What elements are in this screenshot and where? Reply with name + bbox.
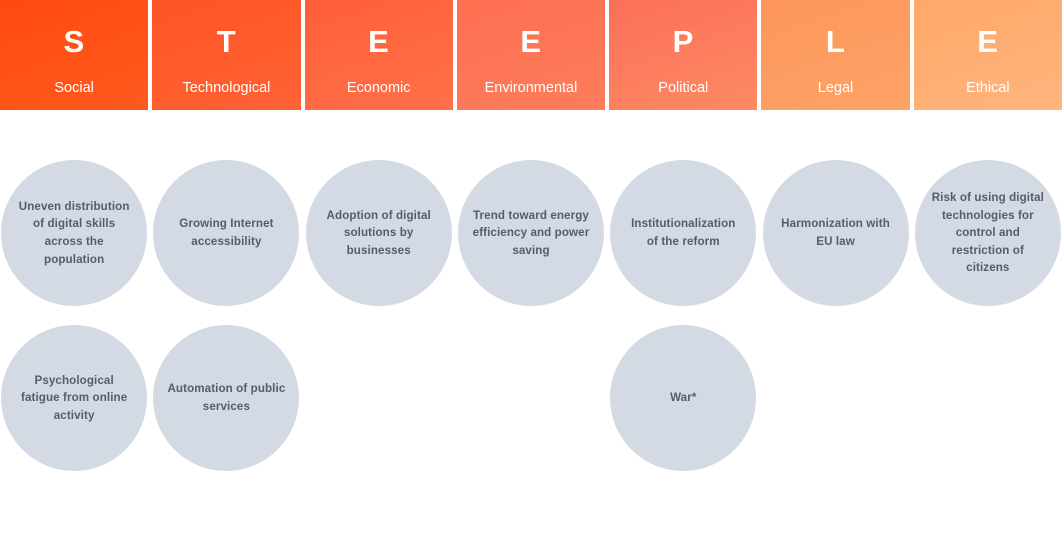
- factor-bubble[interactable]: Automation of public services: [153, 325, 300, 471]
- header-label-environmental: Environmental: [484, 80, 578, 97]
- steeple-header-row: S Social T Technological E Economic E En…: [0, 0, 1062, 110]
- header-label-legal: Legal: [817, 80, 854, 97]
- factor-bubble[interactable]: Harmonization with EU law: [762, 160, 909, 306]
- factor-slot-ethical-1[interactable]: Risk of using digital technologies for c…: [914, 160, 1062, 306]
- factor-slot-legal-2: [761, 325, 909, 471]
- factor-bubble[interactable]: Uneven distribution of digital skills ac…: [1, 160, 148, 306]
- factor-bubble[interactable]: Institutionalization of the reform: [610, 160, 757, 306]
- factor-slot-legal-1[interactable]: Harmonization with EU law: [761, 160, 909, 306]
- factor-bubble[interactable]: War*: [610, 325, 757, 471]
- factor-text: Adoption of digital solutions by busines…: [326, 208, 431, 257]
- factor-text: Trend toward energy efficiency and power…: [472, 208, 590, 257]
- header-letter-e1: E: [368, 24, 390, 59]
- header-letter-p: P: [672, 24, 694, 59]
- factor-bubble[interactable]: Risk of using digital technologies for c…: [914, 160, 1061, 306]
- header-cell-economic[interactable]: E Economic: [304, 0, 453, 110]
- factor-row-1: Uneven distribution of digital skills ac…: [0, 160, 1062, 306]
- factor-slot-political-2[interactable]: War*: [609, 325, 757, 471]
- header-letter-t: T: [216, 24, 237, 59]
- factor-slot-social-1[interactable]: Uneven distribution of digital skills ac…: [0, 160, 148, 306]
- header-cell-political[interactable]: P Political: [609, 0, 758, 110]
- header-label-technological: Technological: [182, 80, 271, 97]
- factor-slot-technological-2[interactable]: Automation of public services: [152, 325, 300, 471]
- factor-slot-social-2[interactable]: Psychological fatigue from online activi…: [0, 325, 148, 471]
- factor-slot-economic-2: [305, 325, 453, 471]
- header-cell-ethical[interactable]: E Ethical: [913, 0, 1062, 110]
- header-letter-e3: E: [977, 24, 999, 59]
- factor-text: Harmonization with EU law: [781, 217, 890, 248]
- factor-text: Uneven distribution of digital skills ac…: [18, 199, 130, 266]
- header-label-social: Social: [54, 80, 94, 97]
- header-letter-l: L: [825, 24, 846, 59]
- factor-bubble[interactable]: Psychological fatigue from online activi…: [1, 325, 148, 471]
- factor-bubble[interactable]: Trend toward energy efficiency and power…: [457, 160, 604, 306]
- header-cell-technological[interactable]: T Technological: [152, 0, 301, 110]
- header-cell-legal[interactable]: L Legal: [761, 0, 910, 110]
- factor-grid: Uneven distribution of digital skills ac…: [0, 110, 1062, 547]
- factor-text: Growing Internet accessibility: [179, 217, 274, 248]
- header-label-political: Political: [658, 80, 709, 97]
- header-cell-environmental[interactable]: E Environmental: [456, 0, 606, 110]
- header-label-ethical: Ethical: [966, 80, 1010, 97]
- factor-bubble[interactable]: Adoption of digital solutions by busines…: [305, 160, 452, 306]
- factor-bubble[interactable]: Growing Internet accessibility: [153, 160, 300, 306]
- factor-text: Automation of public services: [167, 382, 286, 413]
- header-label-economic: Economic: [346, 80, 411, 97]
- header-cell-social[interactable]: S Social: [0, 0, 149, 110]
- factor-text: Institutionalization of the reform: [631, 217, 736, 248]
- factor-slot-technological-1[interactable]: Growing Internet accessibility: [152, 160, 300, 306]
- factor-row-2: Psychological fatigue from online activi…: [0, 325, 1062, 471]
- factor-slot-ethical-2: [914, 325, 1062, 471]
- header-letter-e2: E: [520, 24, 542, 59]
- header-letter-s: S: [63, 24, 85, 59]
- factor-slot-environmental-2: [457, 325, 605, 471]
- factor-slot-political-1[interactable]: Institutionalization of the reform: [609, 160, 757, 306]
- factor-slot-economic-1[interactable]: Adoption of digital solutions by busines…: [305, 160, 453, 306]
- factor-slot-environmental-1[interactable]: Trend toward energy efficiency and power…: [457, 160, 605, 306]
- factor-text: War*: [670, 391, 697, 405]
- factor-text: Psychological fatigue from online activi…: [21, 373, 128, 422]
- factor-text: Risk of using digital technologies for c…: [931, 190, 1044, 275]
